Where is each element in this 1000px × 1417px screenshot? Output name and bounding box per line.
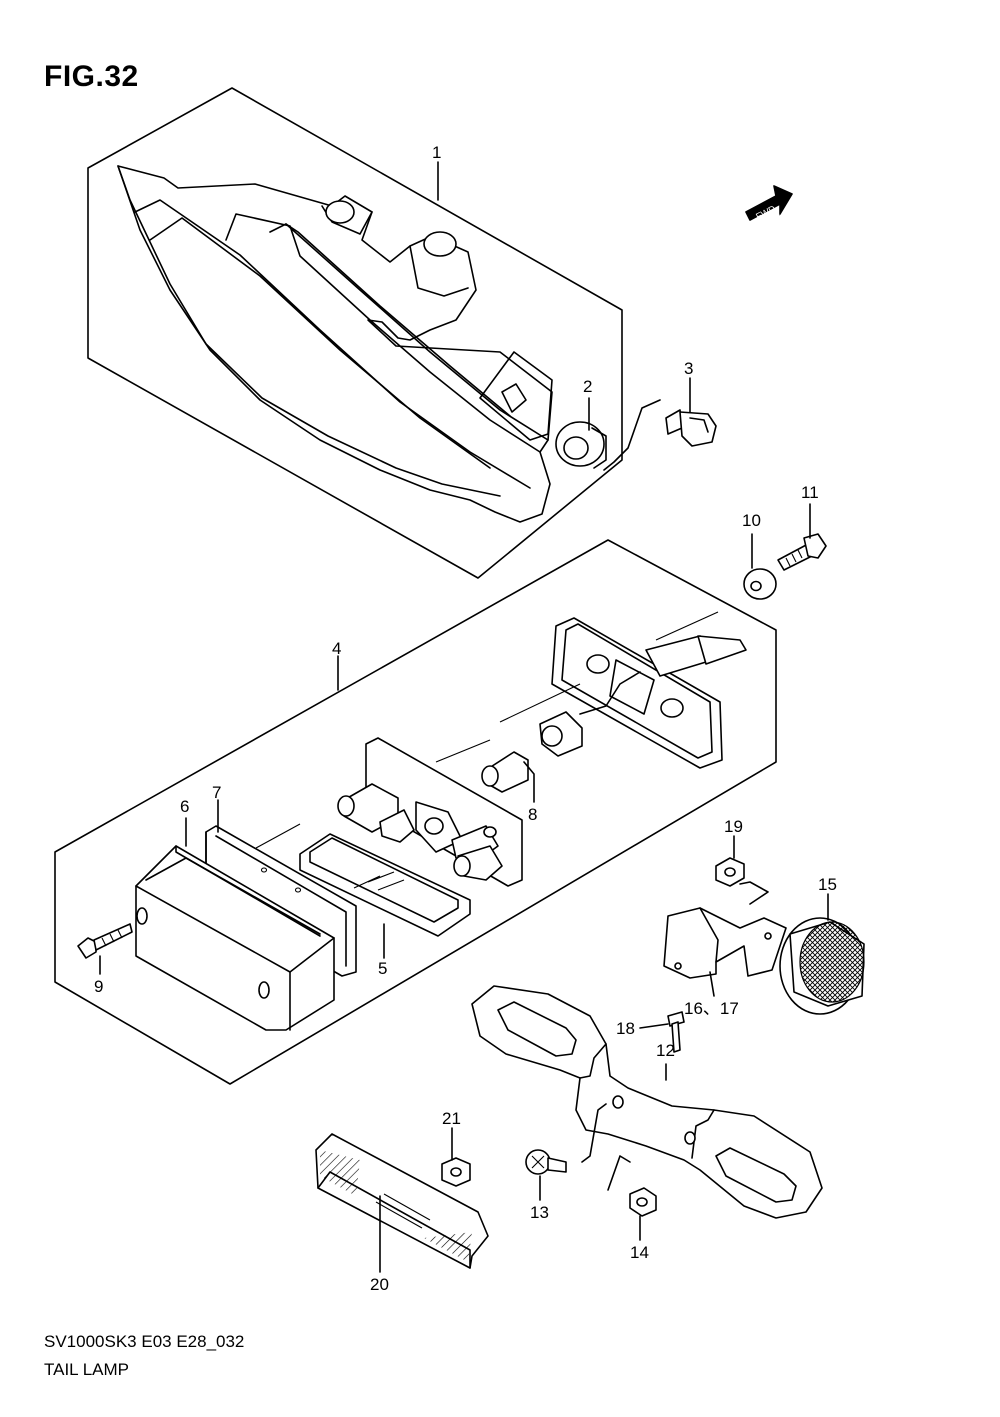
reflector-nut[interactable] xyxy=(715,857,745,887)
bracket-bolt[interactable] xyxy=(667,1011,685,1053)
figure-name: TAIL LAMP xyxy=(44,1360,130,1379)
connector-12-14 xyxy=(607,1155,631,1191)
plate-bolt[interactable] xyxy=(525,1149,567,1175)
callout-9: 9 xyxy=(94,977,103,996)
callout-12: 12 xyxy=(656,1041,675,1060)
bulb-socket[interactable] xyxy=(539,711,583,757)
lamp-base-plate[interactable] xyxy=(551,617,747,769)
rear-reflector[interactable] xyxy=(315,1133,489,1269)
callout-4: 4 xyxy=(332,639,341,658)
callout-13: 13 xyxy=(530,1203,549,1222)
assembly-frame-1 xyxy=(87,87,623,579)
reflector-bracket[interactable] xyxy=(663,907,787,979)
callout-8: 8 xyxy=(528,805,537,824)
callout-7: 7 xyxy=(212,783,221,802)
leader-18 xyxy=(639,1023,669,1029)
connector-2-3 xyxy=(603,399,661,471)
lens-screw[interactable] xyxy=(77,923,133,959)
figure-title: FIG.32 xyxy=(44,60,139,93)
washer[interactable] xyxy=(743,568,777,600)
leader-16-17 xyxy=(709,971,715,997)
callout-20: 20 xyxy=(370,1275,389,1294)
lamp-holder[interactable] xyxy=(337,737,523,887)
lens-cover[interactable] xyxy=(299,833,471,937)
alignment-line-d xyxy=(255,823,301,849)
alignment-line-a xyxy=(655,611,719,641)
callout-11: 11 xyxy=(801,483,819,502)
callout-14: 14 xyxy=(630,1243,649,1262)
leader-8 xyxy=(523,761,535,803)
callout-15: 15 xyxy=(818,875,837,894)
plate-nut[interactable] xyxy=(629,1187,657,1217)
callout-21: 21 xyxy=(442,1109,461,1128)
alignment-line-c xyxy=(435,739,491,763)
callout-19: 19 xyxy=(724,817,743,836)
grommet[interactable] xyxy=(555,421,607,469)
assembly-frame-4 xyxy=(54,539,777,1085)
callout-16-17: 16、17 xyxy=(684,999,739,1018)
model-code: SV1000SK3 E03 E28_032 xyxy=(44,1332,245,1351)
screw[interactable] xyxy=(777,533,827,571)
round-reflector[interactable] xyxy=(779,917,865,1015)
wire-harness xyxy=(579,671,641,715)
connector-12-13 xyxy=(581,1103,607,1163)
connector-19 xyxy=(739,881,769,905)
callout-18: 18 xyxy=(616,1019,635,1038)
mounting-bolt[interactable] xyxy=(665,409,717,447)
forward-direction-marker: FWD xyxy=(745,185,793,222)
callout-1: 1 xyxy=(432,143,441,162)
callout-labels: 1 2 3 4 5 6 7 8 9 10 11 12 13 14 15 16、1… xyxy=(94,143,837,1294)
callout-5: 5 xyxy=(378,959,387,978)
license-lamp-lens[interactable] xyxy=(135,845,335,1031)
callout-2: 2 xyxy=(583,377,592,396)
callout-10: 10 xyxy=(742,511,761,530)
license-plate-bracket[interactable] xyxy=(471,985,823,1219)
callout-6: 6 xyxy=(180,797,189,816)
bulb[interactable] xyxy=(481,751,529,793)
tail-lamp-housing[interactable] xyxy=(117,165,553,523)
alignment-line-b xyxy=(499,683,581,723)
reflector-mount-nut[interactable] xyxy=(441,1157,471,1187)
callout-3: 3 xyxy=(684,359,693,378)
